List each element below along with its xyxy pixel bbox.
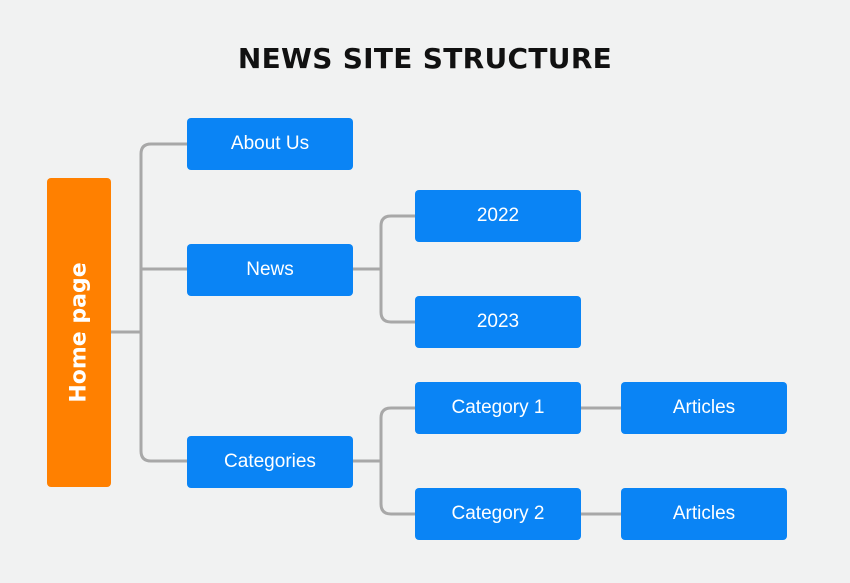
node-category-2: Category 2 (415, 488, 581, 540)
node-2022: 2022 (415, 190, 581, 242)
node-categories: Categories (187, 436, 353, 488)
connector-years-bracket (379, 214, 417, 324)
home-page-node: Home page (47, 178, 111, 487)
connector-level1-bracket (139, 142, 189, 463)
node-news: News (187, 244, 353, 296)
connector-cats-bracket (379, 406, 417, 516)
node-2023: 2023 (415, 296, 581, 348)
node-about-us: About Us (187, 118, 353, 170)
home-page-label: Home page (66, 262, 92, 403)
node-category-1: Category 1 (415, 382, 581, 434)
node-articles-2: Articles (621, 488, 787, 540)
page-title: NEWS SITE STRUCTURE (237, 42, 613, 75)
node-articles-1: Articles (621, 382, 787, 434)
